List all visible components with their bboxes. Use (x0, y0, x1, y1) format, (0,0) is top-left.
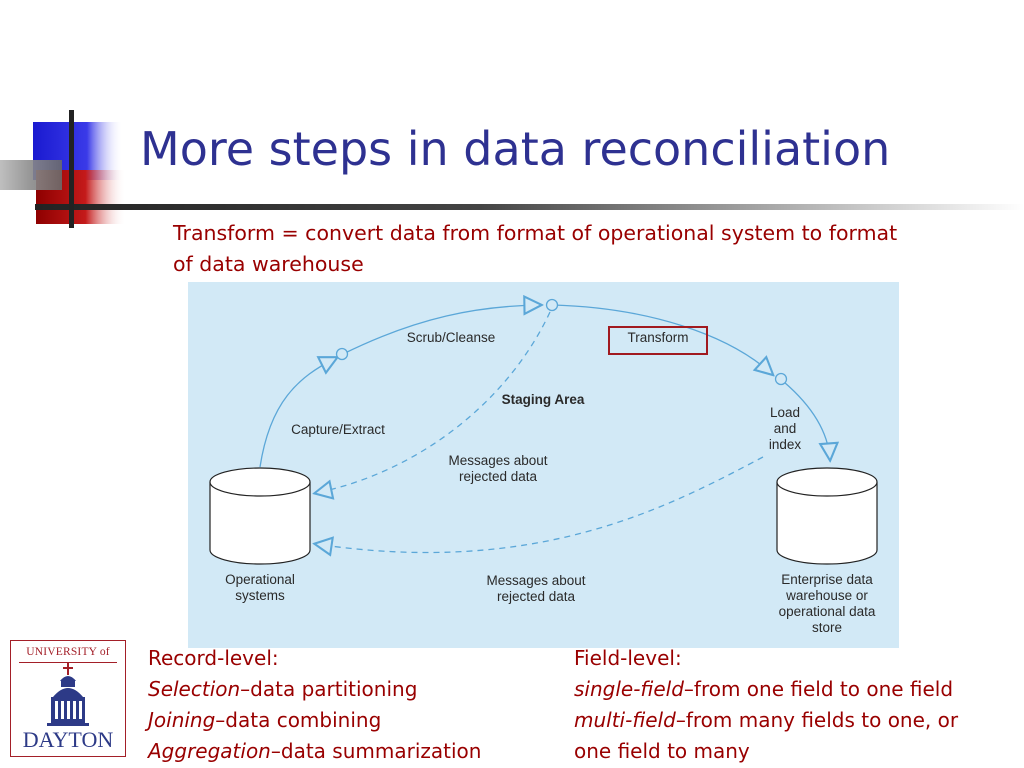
record-term: Aggregation (148, 739, 271, 763)
field-item-multi: multi-field–from many fields to one, or (574, 705, 958, 736)
data-reconciliation-diagram: Scrub/Cleanse Transform Staging Area Cap… (188, 282, 899, 648)
label-messages-bottom: Messages about rejected data (486, 573, 586, 604)
corner-decoration (0, 100, 1024, 230)
field-continuation: one field to many (574, 739, 750, 763)
record-item-aggregation: Aggregation–data summarization (148, 736, 481, 767)
record-item-joining: Joining–data combining (148, 705, 481, 736)
node-circle-scrub (545, 298, 559, 312)
record-term: Joining (148, 708, 216, 732)
transform-highlight-box (608, 326, 708, 355)
corner-decoration-graphic (0, 110, 1024, 228)
page-title: More steps in data reconciliation (140, 122, 891, 176)
field-term: multi-field (574, 708, 676, 732)
label-operational-systems: Operational systems (225, 572, 295, 603)
label-scrub-cleanse: Scrub/Cleanse (406, 330, 496, 345)
label-transform: Transform (627, 330, 689, 345)
rejected-path-bottom (316, 456, 764, 553)
record-description: –data combining (215, 708, 382, 732)
label-load-index: Load and index (768, 405, 802, 452)
diagram-graphics (209, 282, 878, 565)
record-description: –data summarization (270, 739, 482, 763)
record-term: Selection (148, 677, 241, 701)
operational-systems-cylinder (209, 467, 311, 565)
node-circle-capture (335, 347, 349, 361)
flow-capture-arc (259, 358, 336, 468)
field-item-single: single-field–from one field to one field (574, 674, 958, 705)
label-enterprise-store: Enterprise data warehouse or operational… (778, 572, 876, 635)
field-description: –from one field to one field (683, 677, 954, 701)
node-circle-transform (774, 372, 788, 386)
label-capture-extract: Capture/Extract (291, 422, 385, 437)
flow-load-arc (783, 381, 830, 459)
field-level-section: Field-level: single-field–from one field… (574, 643, 958, 767)
chapel-dome-icon (19, 662, 117, 726)
record-description: –data partitioning (240, 677, 418, 701)
record-level-heading: Record-level: (148, 646, 279, 670)
field-description: –from many fields to one, or (675, 708, 959, 732)
field-term: single-field (574, 677, 684, 701)
record-level-section: Record-level: Selection–data partitionin… (148, 643, 481, 767)
logo-bottom-text: DAYTON (22, 727, 114, 752)
label-staging-area: Staging Area (501, 392, 585, 407)
flow-transform-arc (553, 304, 772, 374)
label-messages-top: Messages about rejected data (448, 453, 548, 484)
subtitle: Transform = convert data from format of … (173, 221, 898, 276)
field-level-heading: Field-level: (574, 646, 682, 670)
logo-top-text: UNIVERSITY of (26, 646, 110, 658)
university-logo: UNIVERSITY of DAYTON (10, 640, 126, 757)
flow-scrub-arc (342, 305, 540, 355)
record-item-selection: Selection–data partitioning (148, 674, 481, 705)
enterprise-store-cylinder (776, 467, 878, 565)
rejected-path-top (316, 311, 551, 493)
